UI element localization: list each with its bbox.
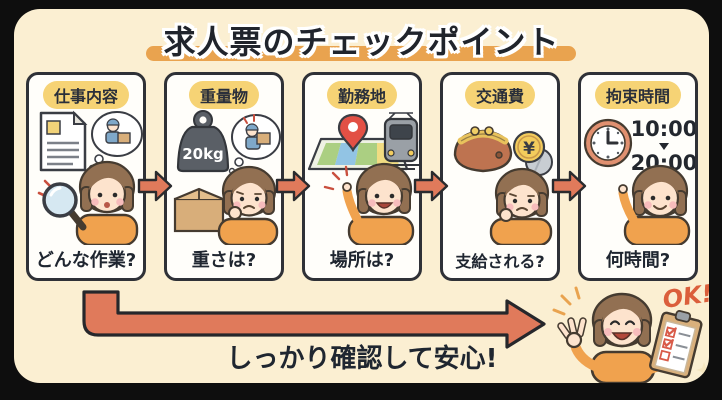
woman-pointing-icon [323, 162, 415, 245]
card-job-content: 仕事内容 [26, 72, 146, 281]
cardboard-box-icon [173, 187, 225, 233]
arrow-right-icon [413, 170, 449, 202]
woman-looking-icon [75, 160, 139, 245]
ok-hand-woman-icon: OK! [552, 282, 709, 383]
checklist-clipboard-icon [648, 310, 703, 379]
title-underline-bar [146, 46, 576, 61]
card-illustration [29, 107, 143, 245]
footer-message: しっかり確認して安心! [226, 344, 498, 374]
time-start: 10:00 [631, 117, 695, 141]
card-badge: 拘束時間 [594, 81, 682, 109]
card-working-hours: 拘束時間 10:00 [578, 72, 698, 281]
card-illustration [305, 107, 419, 245]
card-transport-cost: 交通費 ¥ [440, 72, 560, 281]
weight-icon: 20kg [176, 110, 230, 173]
card-illustration: 10:00 20:00 [581, 107, 695, 245]
card-badge: 仕事内容 [42, 81, 130, 109]
page-title: 求人票のチェックポイント [163, 23, 560, 61]
document-icon [39, 110, 88, 172]
card-badge: 勤務地 [326, 81, 398, 109]
card-illustration: ¥ [443, 107, 557, 245]
clock-icon [583, 118, 633, 168]
yen-symbol: ¥ [523, 139, 535, 159]
card-badge: 重量物 [188, 81, 260, 109]
thought-bubble-worker-icon [88, 111, 143, 172]
card-question: どんな作業? [35, 250, 137, 271]
weight-label: 20kg [182, 145, 224, 163]
card-question: 支給される? [455, 252, 545, 271]
arrow-right-icon [551, 170, 587, 202]
card-work-location: 勤務地 [302, 72, 422, 281]
magnifier-icon [42, 182, 87, 231]
arrow-down-icon [659, 143, 669, 150]
arrow-right-icon [137, 170, 173, 202]
card-badge: 交通費 [464, 81, 536, 109]
woman-thinking-icon [217, 165, 279, 245]
card-illustration: 20kg [167, 107, 281, 245]
card-question: 何時間? [605, 250, 671, 271]
woman-worried-icon [489, 167, 553, 245]
thought-bubble-worker-icon [228, 114, 281, 175]
flow-arrow-icon [82, 290, 546, 349]
woman-pointing-icon [618, 164, 691, 245]
arrow-right-icon [275, 170, 311, 202]
ok-hand-icon [557, 317, 587, 349]
card-heavy-items: 重量物 20kg [164, 72, 284, 281]
train-icon [383, 112, 419, 170]
sparkle-icon [696, 362, 709, 378]
card-question: 場所は? [329, 250, 395, 271]
coin-purse-icon [453, 126, 513, 173]
infographic-panel: 求人票のチェックポイント 仕事内容 [14, 9, 709, 383]
card-question: 重さは? [191, 250, 257, 271]
header: 求人票のチェックポイント [14, 17, 709, 63]
sparkle-icon [552, 286, 581, 316]
ok-label: OK! [661, 282, 709, 314]
